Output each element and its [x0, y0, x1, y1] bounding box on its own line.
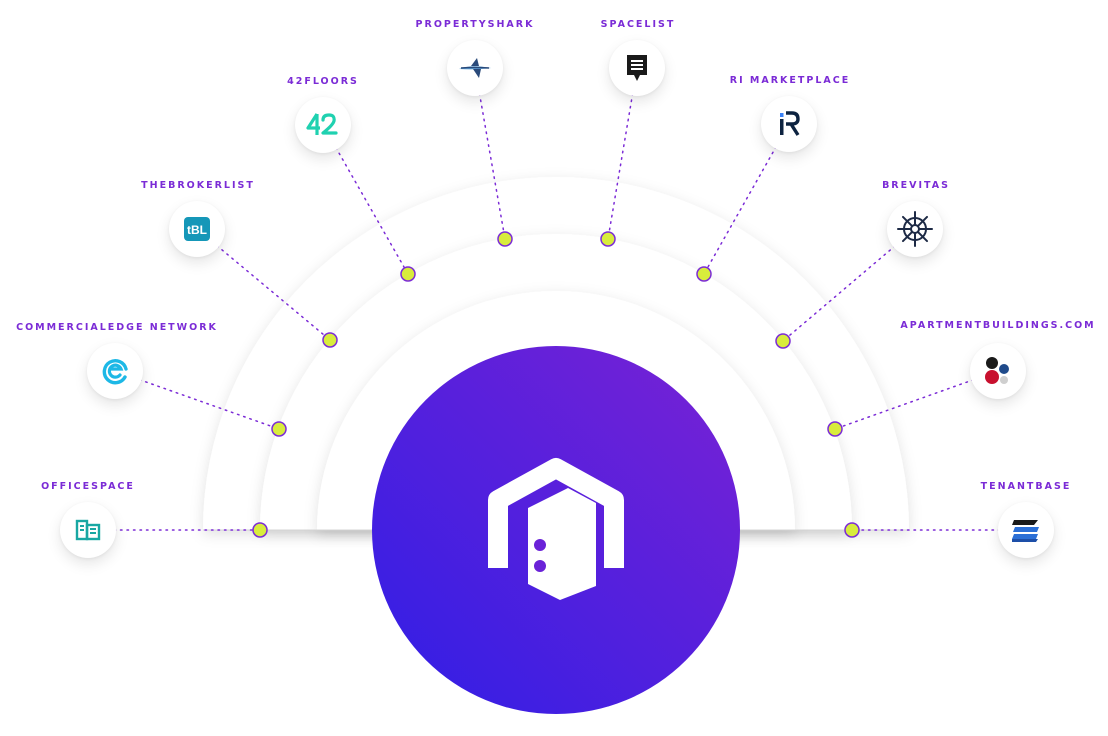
spacelist-document-icon: [624, 53, 650, 83]
platform-label-spacelist: SPACELIST: [600, 19, 676, 30]
42floors-logo-icon: [306, 112, 340, 138]
connector-dot-apartmentbuildings: [827, 421, 843, 437]
platform-label-apartmentbuildings: APARTMENTBUILDINGS.COM: [900, 320, 1096, 331]
platform-node-propertyshark[interactable]: [447, 40, 503, 96]
platform-node-42floors[interactable]: [295, 97, 351, 153]
platform-label-commercialedge: COMMERCIALEDGE NETWORK: [16, 322, 218, 333]
connector-line-brevitas: [782, 228, 916, 342]
apartmentbuildings-dots-icon: [982, 354, 1014, 388]
connector-line-thebrokerlist: [196, 228, 331, 341]
platform-label-ri-marketplace: RI MARKETPLACE: [729, 75, 851, 86]
platform-node-thebrokerlist[interactable]: tBL: [169, 201, 225, 257]
officespace-building-icon: [73, 515, 103, 545]
connector-line-commercialedge: [114, 370, 280, 430]
house-logo-icon: [488, 458, 624, 600]
thebrokerlist-tbl-icon: tBL: [182, 214, 212, 244]
connector-dot-ri-marketplace: [696, 266, 712, 282]
connector-dot-propertyshark: [497, 231, 513, 247]
connector-line-ri-marketplace: [703, 123, 790, 275]
propertyshark-shark-icon: [457, 56, 493, 80]
platform-node-tenantbase[interactable]: [998, 502, 1054, 558]
connector-dot-spacelist: [600, 231, 616, 247]
platform-node-officespace[interactable]: [60, 502, 116, 558]
svg-text:tBL: tBL: [187, 223, 207, 237]
platform-node-commercialedge[interactable]: [87, 343, 143, 399]
connector-line-apartmentbuildings: [834, 370, 999, 430]
connector-line-propertyshark: [474, 67, 506, 240]
platform-label-thebrokerlist: THEBROKERLIST: [141, 180, 255, 191]
commercialedge-e-icon: [99, 355, 131, 387]
ri-marketplace-r-icon: [777, 110, 801, 138]
brevitas-wheel-icon: [896, 210, 934, 248]
platform-node-ri-marketplace[interactable]: [761, 96, 817, 152]
connector-dot-thebrokerlist: [322, 332, 338, 348]
platform-label-propertyshark: PROPERTYSHARK: [415, 19, 535, 30]
platform-label-officespace: OFFICESPACE: [41, 481, 135, 492]
platform-label-brevitas: BREVITAS: [882, 180, 950, 191]
connector-line-42floors: [322, 124, 409, 275]
tenantbase-stack-icon: [1010, 516, 1042, 544]
connector-dot-officespace: [252, 522, 268, 538]
connector-lines: [87, 67, 1027, 531]
connector-dot-commercialedge: [271, 421, 287, 437]
connector-dot-tenantbase: [844, 522, 860, 538]
platform-node-apartmentbuildings[interactable]: [970, 343, 1026, 399]
platform-node-brevitas[interactable]: [887, 201, 943, 257]
platform-label-42floors: 42FLOORS: [287, 76, 359, 87]
connector-line-spacelist: [607, 67, 638, 240]
connector-dot-brevitas: [775, 333, 791, 349]
platform-label-tenantbase: TENANTBASE: [980, 481, 1072, 492]
connector-dot-42floors: [400, 266, 416, 282]
platform-node-spacelist[interactable]: [609, 40, 665, 96]
